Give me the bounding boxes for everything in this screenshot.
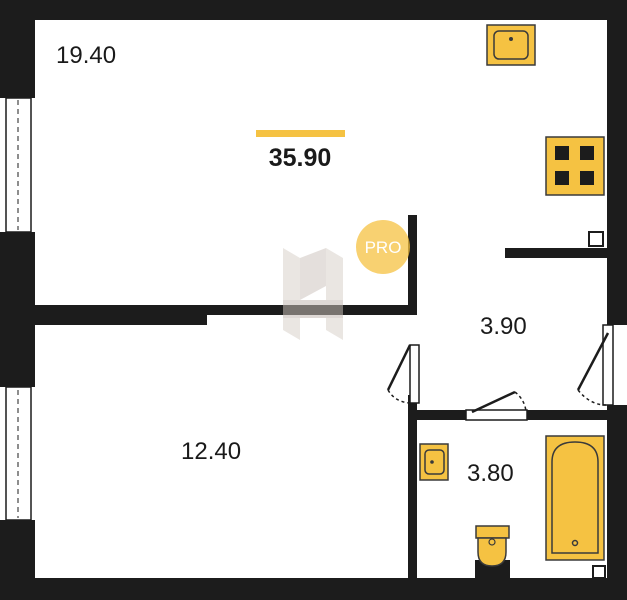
wall-hall-west-lower [408, 395, 417, 600]
wall-right-upper [607, 0, 627, 325]
pro-badge: PRO [356, 220, 410, 274]
wall-bottom [0, 578, 627, 600]
window-left-lower [5, 386, 32, 521]
room-area-bedroom: 12.40 [181, 438, 241, 465]
door-entrance [576, 324, 614, 406]
wall-bath-top-left [408, 410, 466, 420]
wall-right-lower [607, 405, 627, 600]
room-area-hall: 3.90 [480, 313, 527, 340]
wall-living-bedroom-thick [35, 305, 207, 325]
shaft [588, 231, 604, 247]
wall-left-middle [0, 232, 35, 387]
door-bathroom [465, 390, 528, 421]
toilet-icon [475, 525, 510, 567]
shaft-bath [592, 565, 606, 579]
room-area-living: 19.40 [56, 42, 116, 69]
wall-top [0, 0, 627, 20]
window-left-upper [5, 97, 32, 233]
brand-logo-icon [283, 248, 343, 340]
wall-left-lower [0, 520, 35, 600]
total-area-accent-bar [256, 130, 345, 137]
sink-icon [419, 443, 449, 481]
room-area-bathroom: 3.80 [467, 460, 514, 487]
wall-living-bedroom [35, 305, 410, 315]
wall-left-upper [0, 0, 35, 98]
wall-hall-west-upper [408, 215, 417, 315]
wall-kitchen-stub [505, 248, 607, 258]
pro-badge-label: PRO [365, 238, 402, 257]
wall-bath-top-right [527, 410, 607, 420]
sink-icon [486, 24, 536, 66]
bathtub-icon [545, 435, 605, 561]
stove-icon [545, 136, 605, 196]
door-bedroom [386, 344, 420, 404]
total-area: 35.90 [269, 144, 332, 172]
